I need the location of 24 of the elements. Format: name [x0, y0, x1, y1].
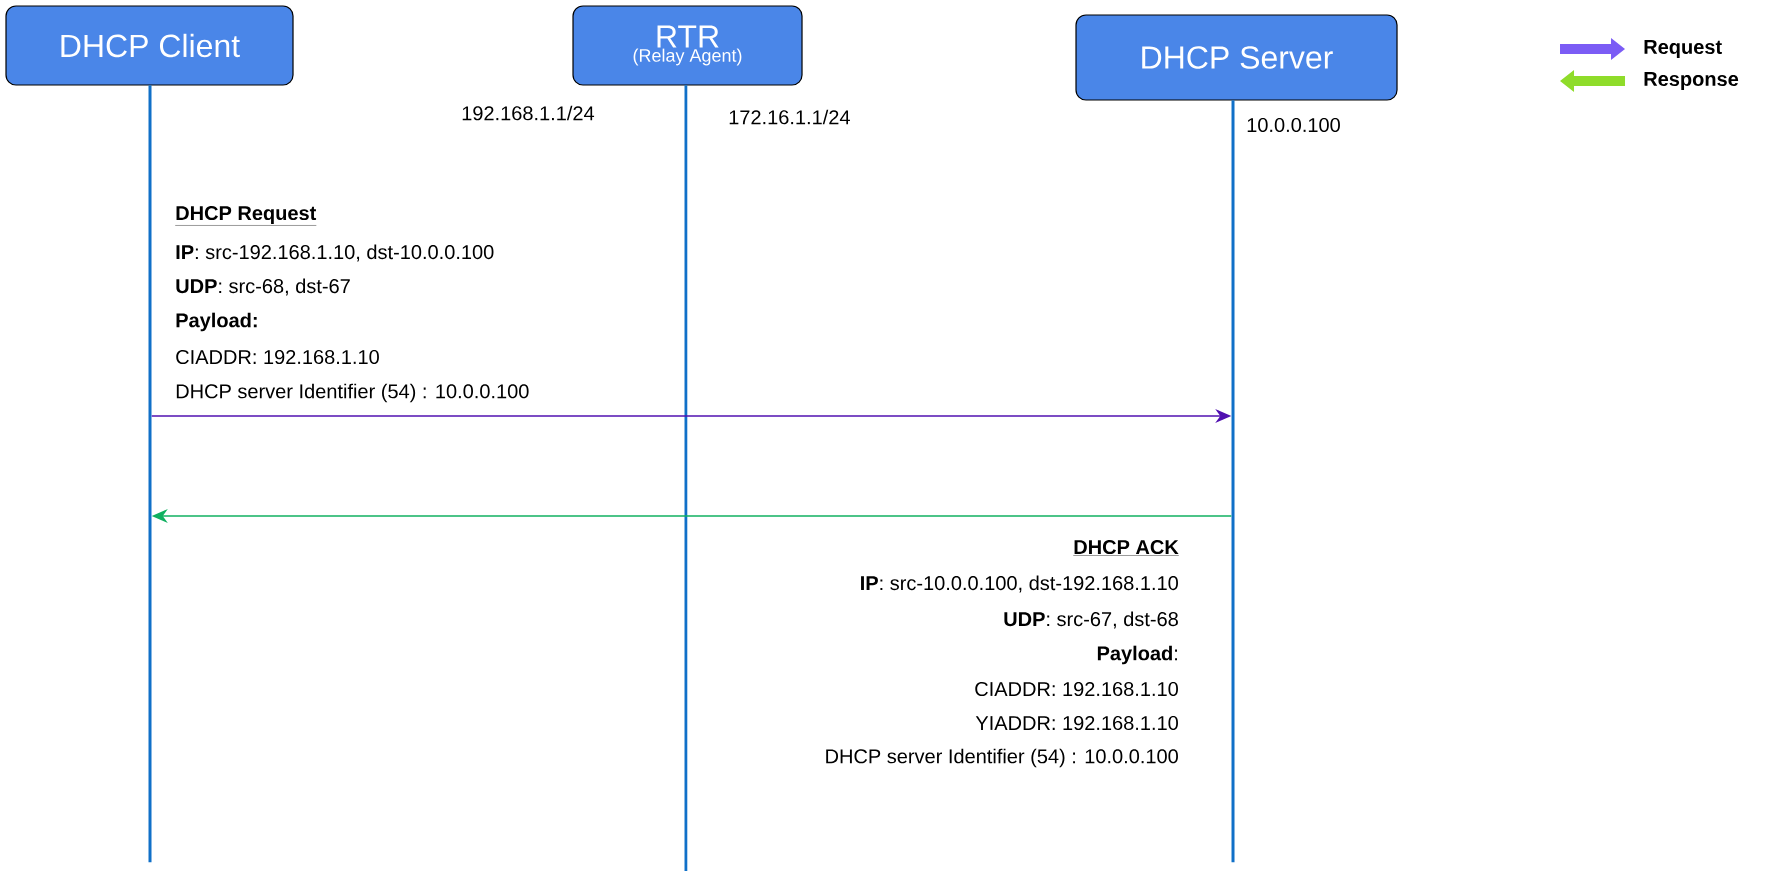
lifeline [148, 85, 152, 863]
lifeline [1231, 100, 1235, 863]
participant-box: DHCP Server [1075, 14, 1398, 101]
participant-box: DHCP Client [5, 5, 294, 86]
message-field: CIADDR: 192.168.1.10 [176, 349, 379, 365]
message-field: CIADDR: 192.168.1.10 [975, 681, 1178, 697]
lifeline [684, 85, 688, 871]
message-field: YIADDR: 192.168.1.10 [975, 715, 1178, 731]
message-heading: DHCP Request [175, 205, 317, 226]
legend-label: Request [1644, 40, 1722, 58]
participant-box: RTR (Relay Agent) [572, 5, 803, 86]
address-label: 172.16.1.1/24 [729, 109, 850, 125]
message-field: DHCP server Identifier (54) : 10.0.0.100 [826, 748, 1178, 768]
message-field: DHCP server Identifier (54) : 10.0.0.100 [176, 383, 529, 403]
address-label: 10.0.0.100 [1247, 117, 1340, 133]
message-field: IP: src-10.0.0.100, dst-192.168.1.10 [861, 575, 1178, 593]
address-label: 192.168.1.1/24 [462, 105, 595, 121]
message-field: IP: src-192.168.1.10, dst-10.0.0.100 [176, 244, 494, 262]
message-field: Payload: [1097, 645, 1177, 665]
message-field: UDP: src-68, dst-67 [176, 278, 350, 296]
message-field: Payload: [176, 312, 257, 332]
message-heading: DHCP ACK [1073, 539, 1179, 556]
message-field: UDP: src-67, dst-68 [1004, 611, 1178, 629]
legend-label: Response [1644, 72, 1739, 90]
